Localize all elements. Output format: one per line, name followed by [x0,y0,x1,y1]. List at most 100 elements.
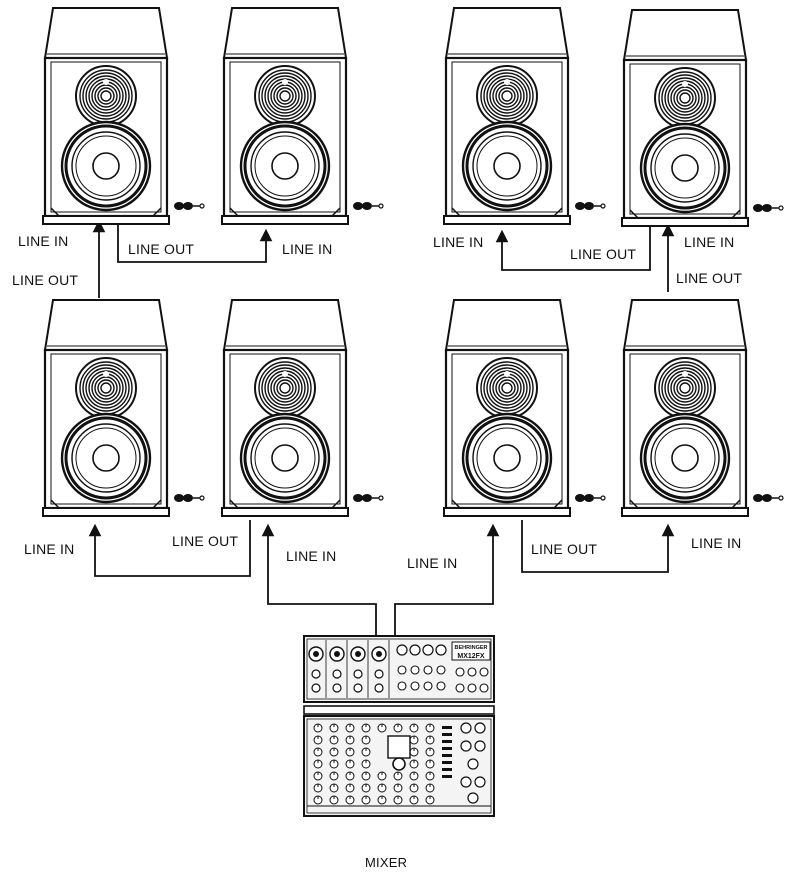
label-line-in-top-right-speaker2: LINE IN [684,234,735,250]
label-line-out-top-left-speaker1: LINE OUT [12,272,79,288]
speaker-bottom-row-1 [42,299,205,517]
jack [353,683,363,693]
speaker-bottom-row-3 [443,299,606,517]
output-jack [467,667,477,677]
stereo-jack [435,644,447,656]
label-line-in-top-right-speaker1: LINE IN [433,234,484,250]
level-meter-segment [442,740,452,743]
output-jack [455,683,465,693]
mixer-hinge [303,705,495,715]
stereo-jack [397,665,407,675]
master-knob [474,740,486,752]
stereo-jack [409,644,421,656]
mixer-body: BEHRINGER MX12FX [303,635,495,817]
speaker-base [621,217,749,227]
speaker-top-row-4 [621,9,784,227]
jack [311,669,321,679]
level-meter-segment [442,775,452,778]
level-meter-segment [442,768,452,771]
speaker-base [221,215,349,225]
stereo-jack [410,681,420,691]
dust-cap [493,152,521,180]
label-line-out-top-right-speaker2: LINE OUT [570,246,637,262]
wire-bottom2-to-bottom1 [88,520,251,577]
stereo-jack [436,681,446,691]
master-knob [467,758,479,770]
speakon-connector-icon [353,494,384,502]
dust-cap [92,444,120,472]
speaker-top-row-1 [42,7,205,225]
output-jack [479,667,489,677]
level-meter-segment [442,747,452,750]
fx-knob [392,757,406,771]
wire-mixer-to-bottom2 [261,523,377,636]
speaker-top-row-3 [443,7,606,225]
wire-top4-to-top3 [495,226,651,271]
level-meter-segment [442,726,452,729]
master-knob [460,740,472,752]
stereo-jack [397,681,407,691]
output-jack [455,667,465,677]
jack [311,683,321,693]
dust-cap [671,154,699,182]
level-meter-segment [442,733,452,736]
brand-plate [451,641,491,661]
label-line-in-top-left: LINE IN [18,233,69,249]
fx-display [387,735,411,759]
output-jack [467,683,477,693]
speaker-top-row-2 [221,7,384,225]
jack [374,683,384,693]
speaker-base [443,507,571,517]
speaker-base [221,507,349,517]
label-line-in-bottom-right-speaker1: LINE IN [407,555,458,571]
speakon-connector-icon [174,202,205,210]
speaker-bottom-row-4 [621,299,784,517]
jack [332,669,342,679]
wire-mixer-to-bottom3 [394,523,500,636]
speaker-base [621,507,749,517]
wire-bottom3-to-bottom4 [521,520,675,573]
brand-text: BEHRINGER [454,645,487,651]
dust-cap [271,444,299,472]
level-meter-segment [442,754,452,757]
stereo-jack [423,665,433,675]
jack [332,683,342,693]
label-line-in-bottom-left-speaker2: LINE IN [286,548,337,564]
model-text: MX12FX [457,653,485,660]
speakon-connector-icon [753,494,784,502]
label-line-out-bottom-left-speaker2: LINE OUT [172,533,239,549]
speaker-base [443,215,571,225]
stereo-jack [423,681,433,691]
speakon-connector-icon [174,494,205,502]
label-line-out-top-left-speaker2: LINE OUT [128,241,195,257]
speaker-bottom-row-2 [221,299,384,517]
speakon-connector-icon [575,202,606,210]
stereo-jack [410,665,420,675]
label-line-out-top-right-bottomrow: LINE OUT [676,270,743,286]
wire-top1-to-top2 [117,224,273,263]
speaker-base [42,507,170,517]
level-meter-segment [442,761,452,764]
master-knob [467,792,479,804]
speakon-connector-icon [753,204,784,212]
dust-cap [271,152,299,180]
label-line-in-bottom-right-speaker2: LINE IN [691,535,742,551]
label-line-in-top-left-speaker2: LINE IN [282,241,333,257]
dust-cap [493,444,521,472]
master-knob [474,722,486,734]
speaker-base [42,215,170,225]
speakon-connector-icon [575,494,606,502]
stereo-jack [436,665,446,675]
jack [374,669,384,679]
stereo-jack [396,644,408,656]
label-mixer: MIXER [365,855,408,870]
master-knob [460,776,472,788]
dust-cap [671,444,699,472]
master-knob [460,722,472,734]
label-line-in-bottom-left-speaker1: LINE IN [24,541,75,557]
label-line-out-bottom-right-speaker2: LINE OUT [531,541,598,557]
dust-cap [92,152,120,180]
